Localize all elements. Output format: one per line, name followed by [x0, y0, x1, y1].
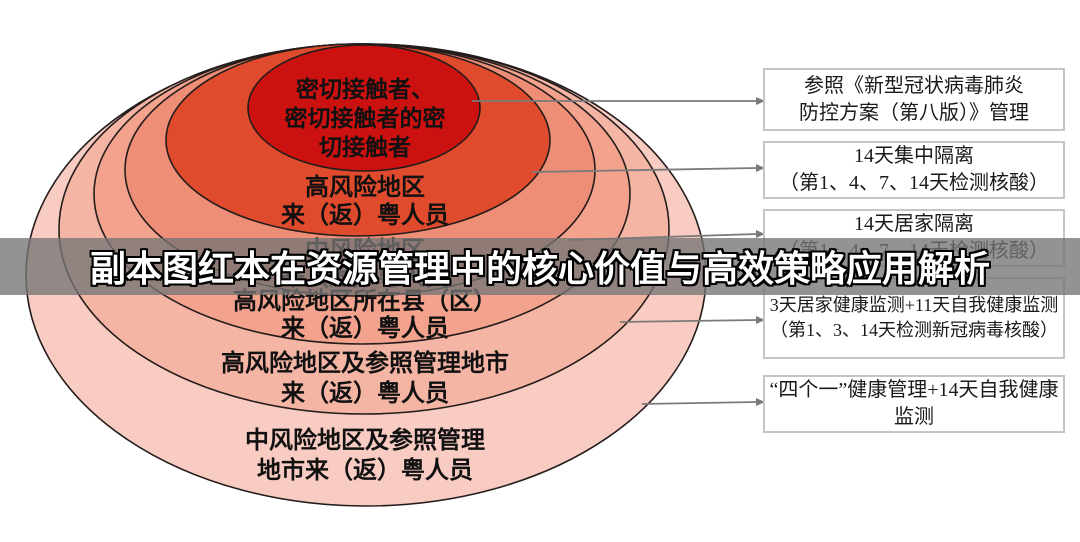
ellipse-close-contacts — [247, 44, 481, 172]
ring-label-line: 密切接触者的密 — [284, 105, 446, 131]
overlay-banner-title: 副本图红本在资源管理中的核心价值与高效策略应用解析 — [89, 248, 990, 289]
ring-label-line: 来（返）粤人员 — [281, 380, 449, 407]
measure-box-2: 14天集中隔离 （第1、4、7、14天检测核酸） — [763, 141, 1065, 199]
ring-label-line: 高风险地区 — [305, 174, 425, 201]
ring-label-line: 高风险地区及参照管理地市 — [221, 350, 509, 377]
measure-text-line: 14天集中隔离 — [854, 145, 974, 167]
connector-arrow-1 — [472, 97, 765, 105]
measure-text-line: 防控方案（第八版）》管理 — [799, 101, 1029, 124]
connector-arrow-2 — [531, 164, 765, 173]
ring-label-line: 中风险地区及参照管理 — [245, 427, 485, 454]
ring-label-line: 切接触者 — [319, 134, 411, 160]
measure-text-line: 参照《新型冠状病毒肺炎 — [804, 74, 1024, 97]
measure-box-5: “四个一”健康管理+14天自我健康 监测 — [763, 375, 1065, 433]
measure-text-line: （第1、3、14天检测新冠病毒核酸） — [770, 320, 1058, 340]
measure-text-line: 监测 — [894, 406, 934, 428]
measure-text-line: 14天居家隔离 — [854, 213, 974, 235]
measure-box-1: 参照《新型冠状病毒肺炎 防控方案（第八版）》管理 — [763, 68, 1065, 131]
ring-label-close-contacts: 密切接触者、 密切接触者的密 切接触者 — [285, 75, 446, 162]
ring-label-line: 地市来（返）粤人员 — [257, 457, 473, 484]
measure-text-line: 3天居家健康监测+11天自我健康监测 — [769, 295, 1059, 315]
measure-text-line: （第1、4、7、14天检测核酸） — [779, 172, 1049, 194]
ring-label-medium-risk-city: 中风险地区及参照管理 地市来（返）粤人员 — [245, 426, 485, 486]
ring-label-high-risk-county: 高风险地区所在县（区） 来（返）粤人员 — [233, 288, 497, 342]
connector-arrow-5 — [641, 398, 765, 406]
connector-arrow-4 — [619, 316, 765, 324]
measure-text-line: “四个一”健康管理+14天自我健康 — [769, 379, 1059, 401]
ring-label-high-risk-area: 高风险地区 来（返）粤人员 — [281, 174, 449, 230]
ring-label-line: 密切接触者、 — [296, 76, 434, 102]
ring-label-high-risk-city: 高风险地区及参照管理地市 来（返）粤人员 — [221, 349, 509, 409]
ring-label-line: 来（返）粤人员 — [281, 202, 449, 229]
overlay-banner-band — [0, 238, 1080, 295]
ring-label-line: 来（返）粤人员 — [281, 315, 449, 342]
